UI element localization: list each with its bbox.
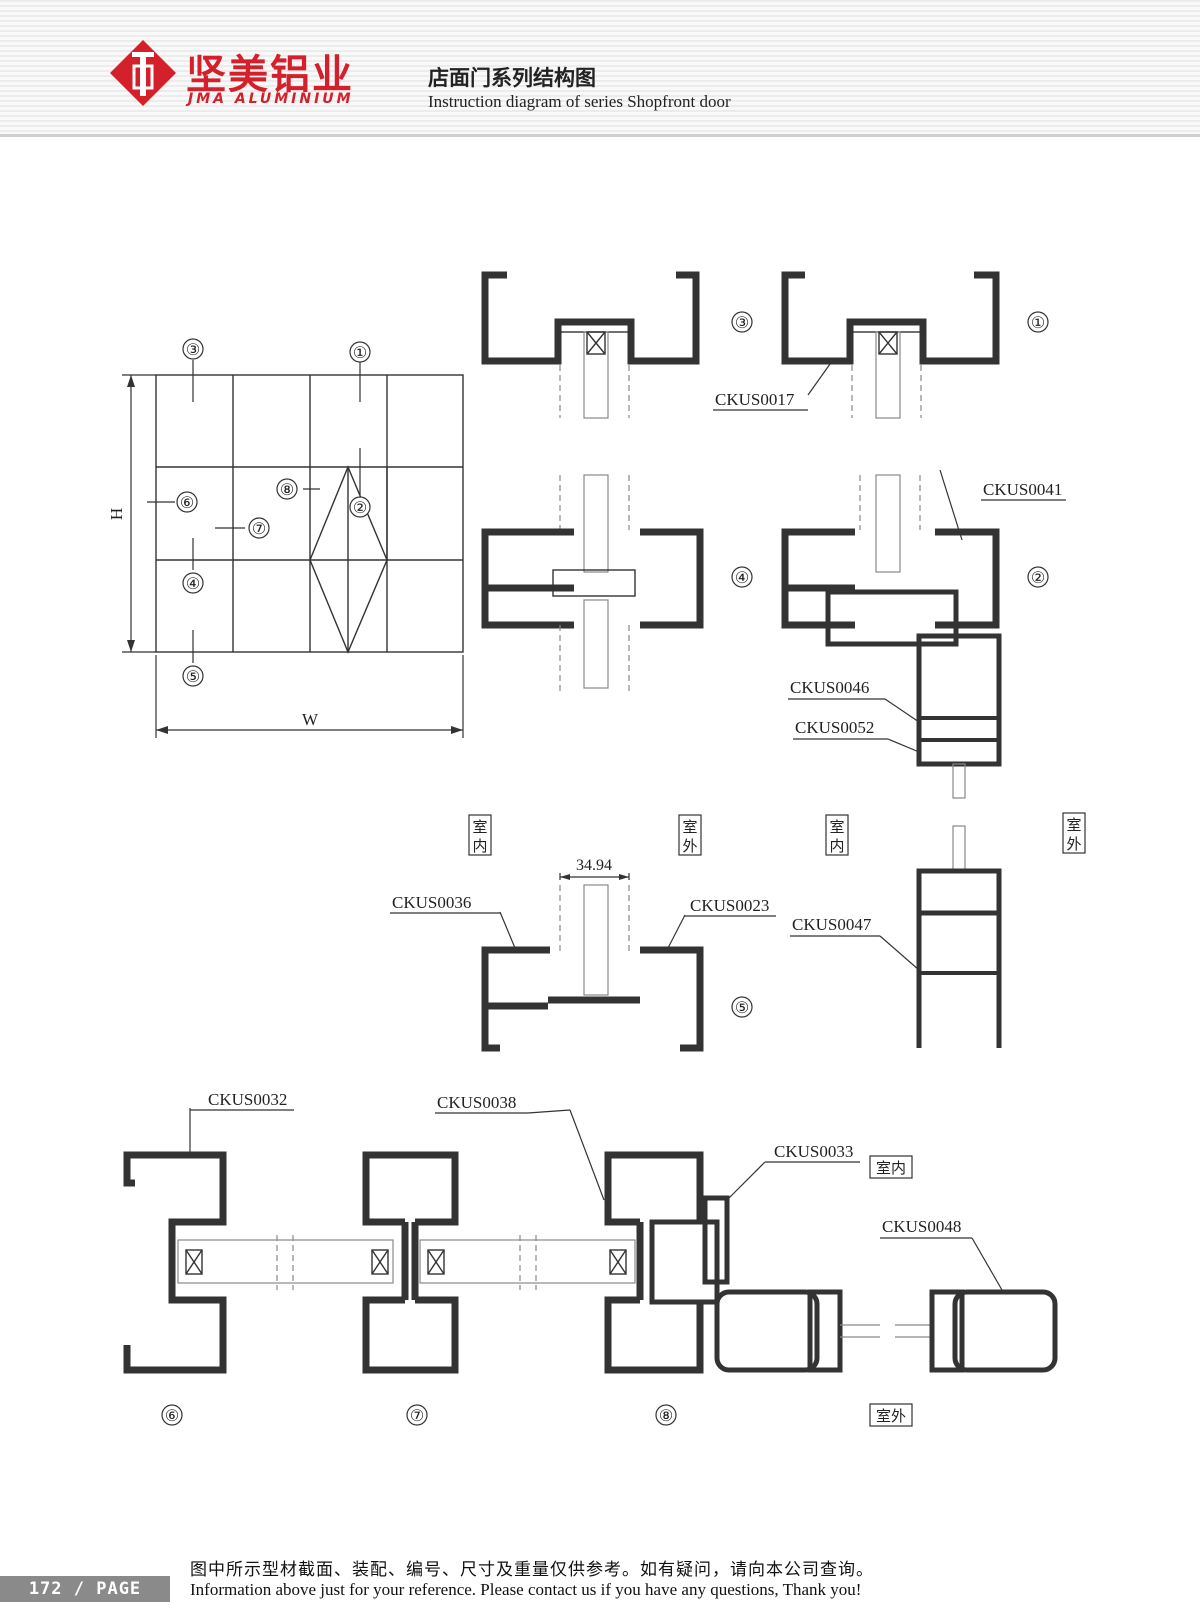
svg-text:⑤: ⑤ [186,669,200,686]
section-1-profile [781,271,1000,419]
svg-text:⑧: ⑧ [280,482,294,499]
svg-text:⑧: ⑧ [659,1408,673,1425]
code-ckus0046: CKUS0046 [790,678,869,697]
section-marker-3: ③ [731,311,753,333]
page-title-cn: 店面门系列结构图 [428,66,596,90]
code-ckus0032: CKUS0032 [208,1090,287,1109]
brand-logo [108,38,178,108]
width-label: W [302,710,319,729]
svg-text:⑤: ⑤ [735,1000,749,1017]
elevation-marker-4: ④ [182,572,204,594]
section-marker-8: ⑧ [655,1404,677,1426]
svg-text:室内: 室内 [876,1160,906,1177]
section-8-profile [569,1109,880,1374]
svg-text:③: ③ [186,342,200,359]
svg-text:①: ① [1031,315,1045,332]
section-3-profile [481,271,700,419]
svg-text:⑦: ⑦ [252,521,266,538]
code-ckus0038: CKUS0038 [437,1093,516,1112]
elevation-marker-5: ⑤ [182,665,204,687]
code-ckus0052: CKUS0052 [795,718,874,737]
section-4-profile [481,474,704,695]
code-ckus0036: CKUS0036 [392,893,471,912]
svg-text:⑦: ⑦ [410,1408,424,1425]
height-label: H [107,508,126,520]
section-marker-4: ④ [731,566,753,588]
svg-text:④: ④ [186,576,200,593]
section-marker-1: ① [1027,311,1049,333]
section-marker-7: ⑦ [406,1404,428,1426]
code-ckus0017: CKUS0017 [715,390,795,409]
section-marker-6: ⑥ [161,1404,183,1426]
code-ckus0052-leader [887,738,920,753]
code-ckus0046-leader [884,698,920,723]
svg-text:室: 室 [682,819,697,836]
svg-text:②: ② [1031,570,1045,587]
elevation-marker-8: ⑧ [276,478,298,500]
svg-text:室: 室 [1066,817,1081,834]
footer-note-en: Information above just for your referenc… [190,1580,862,1599]
svg-text:外: 外 [1066,836,1081,853]
elevation-marker-2: ② [349,496,371,518]
section-5-profile [481,873,704,1052]
side-outdoor-left: 室外 [678,814,702,856]
side-outdoor-right: 室外 [1062,812,1086,854]
section-marker-2: ② [1027,566,1049,588]
svg-text:室外: 室外 [876,1408,906,1425]
code-ckus0048: CKUS0048 [882,1217,961,1236]
side-indoor-right: 室内 [825,814,849,856]
brand-name-en: JMA ALUMINIUM [188,91,354,107]
page-number-badge: 172 / PAGE [0,1576,170,1602]
elevation-marker-6: ⑥ [176,491,198,513]
code-ckus0041: CKUS0041 [983,480,1062,499]
door-elevation [122,360,464,738]
ckus0047-profile [879,825,1002,1048]
brand-name-cn: 坚美铝业 [186,52,354,98]
footer-note-cn: 图中所示型材截面、装配、编号、尺寸及重量仅供参考。如有疑问，请向本公司查询。 [190,1560,874,1580]
svg-text:外: 外 [682,838,697,855]
code-ckus0023: CKUS0023 [690,896,769,915]
svg-text:②: ② [353,500,367,517]
dimension-34-94: 34.94 [576,857,612,874]
elevation-marker-7: ⑦ [248,517,270,539]
svg-text:室: 室 [472,819,487,836]
indoor-label-bottom: 室内 [869,1155,913,1179]
side-indoor-left: 室内 [468,814,492,856]
header-band [0,0,1200,135]
elevation-marker-3: ③ [182,338,204,360]
svg-text:①: ① [353,345,367,362]
elevation-marker-1: ① [349,341,371,363]
svg-text:室: 室 [829,819,844,836]
svg-text:内: 内 [472,838,487,855]
ckus0048-profile [895,1237,1058,1373]
svg-text:④: ④ [735,570,749,587]
svg-text:内: 内 [829,838,844,855]
outdoor-label-bottom: 室外 [869,1403,913,1427]
svg-text:⑥: ⑥ [165,1408,179,1425]
section-7-profile [362,1151,636,1374]
section-6-profile [123,1108,394,1374]
header-divider [0,134,1200,137]
code-ckus0047: CKUS0047 [792,915,872,934]
svg-text:③: ③ [735,315,749,332]
section-2-profile [781,469,1002,799]
code-ckus0033: CKUS0033 [774,1142,853,1161]
code-ckus0038-leader [527,1109,571,1114]
page-title-en: Instruction diagram of series Shopfront … [428,92,731,111]
section-marker-5: ⑤ [731,996,753,1018]
svg-text:⑥: ⑥ [180,495,194,512]
